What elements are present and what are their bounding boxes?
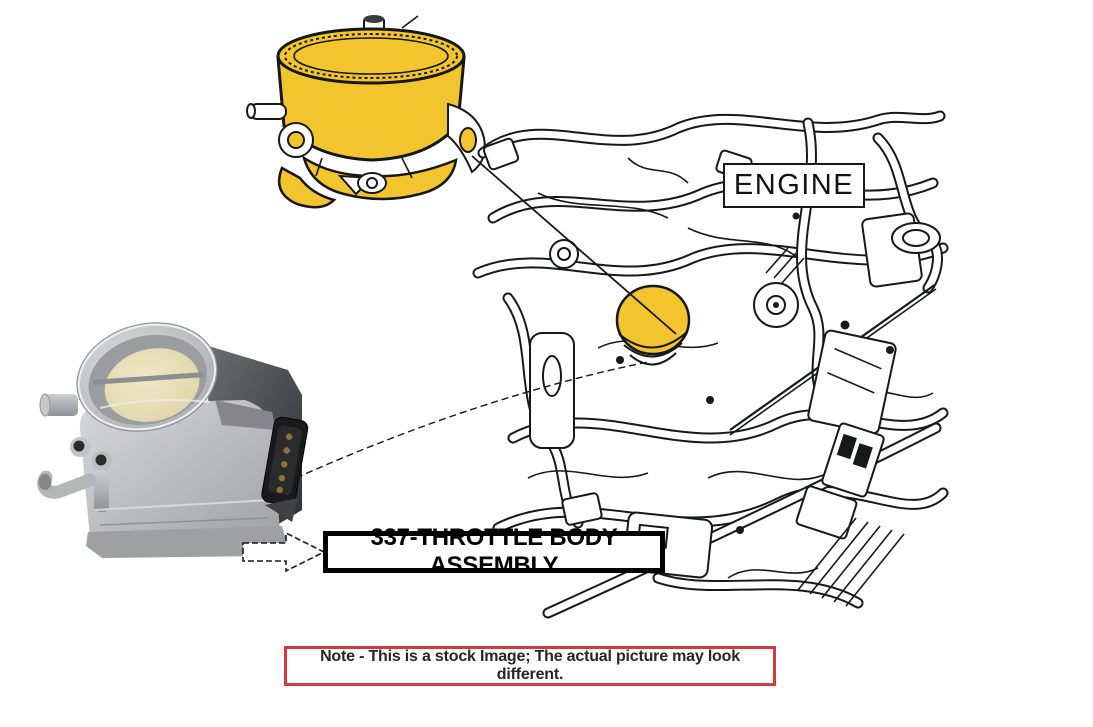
photo-throttle-shaft xyxy=(92,372,204,385)
photo-ridge-highlight xyxy=(94,499,271,511)
block-arrow-to-part-label xyxy=(242,531,326,573)
connector-pin xyxy=(278,474,286,482)
leader-line-photo-to-engine xyxy=(295,361,649,479)
photo-top-highlight xyxy=(99,399,211,409)
connector-pin xyxy=(285,433,293,440)
center-port xyxy=(357,172,387,194)
rim-inner xyxy=(293,37,449,75)
wiring-connectors xyxy=(795,422,885,540)
right-bracket-patch xyxy=(459,127,477,153)
cap-top xyxy=(364,15,384,23)
center-port-hole xyxy=(366,177,378,189)
connector-pin xyxy=(283,447,290,454)
stock-image-note-text: Note - This is a stock Image; The actual… xyxy=(320,648,740,683)
photo-vertical-tube xyxy=(94,470,109,512)
photo-bolt-hole-1 xyxy=(73,440,85,452)
highlighted-throttle-location xyxy=(615,284,691,366)
callout-stub-line xyxy=(401,15,419,29)
throttle-body-photo xyxy=(37,322,309,558)
photo-bolt-hole-2 xyxy=(95,454,107,466)
rim-stipple xyxy=(284,33,458,79)
photo-elbow-tip xyxy=(38,474,52,490)
connector-pin xyxy=(281,461,288,468)
hatching xyxy=(765,247,905,607)
photo-ridge-shadow xyxy=(99,517,269,526)
engine-label-text: ENGINE xyxy=(733,169,855,201)
flange-boss-center xyxy=(287,131,305,149)
part-label-text: 337-THROTTLE BODY ASSEMBLY xyxy=(370,524,618,579)
photo-nipple-tip xyxy=(39,393,51,417)
lower-left-foot xyxy=(277,166,337,209)
throttle-ridges xyxy=(618,331,688,366)
part-label-box: 337-THROTTLE BODY ASSEMBLY xyxy=(323,524,665,579)
connector-pin xyxy=(276,486,283,494)
casting-lines xyxy=(315,157,413,179)
photo-main-body xyxy=(79,400,281,554)
throttle-body-line-drawing xyxy=(246,15,486,209)
photo-right-slab xyxy=(215,400,276,430)
photo-base-foot xyxy=(86,526,288,558)
engine-label-box: ENGINE xyxy=(723,163,865,208)
leader-line-drawing-to-engine xyxy=(471,155,677,335)
photo-left-nipple xyxy=(44,394,78,416)
left-pipe-tip xyxy=(246,103,256,119)
stock-image-note-box: Note - This is a stock Image; The actual… xyxy=(284,646,776,686)
throttle-cylinder-top xyxy=(276,27,466,85)
photo-connector-shadow xyxy=(265,498,298,522)
